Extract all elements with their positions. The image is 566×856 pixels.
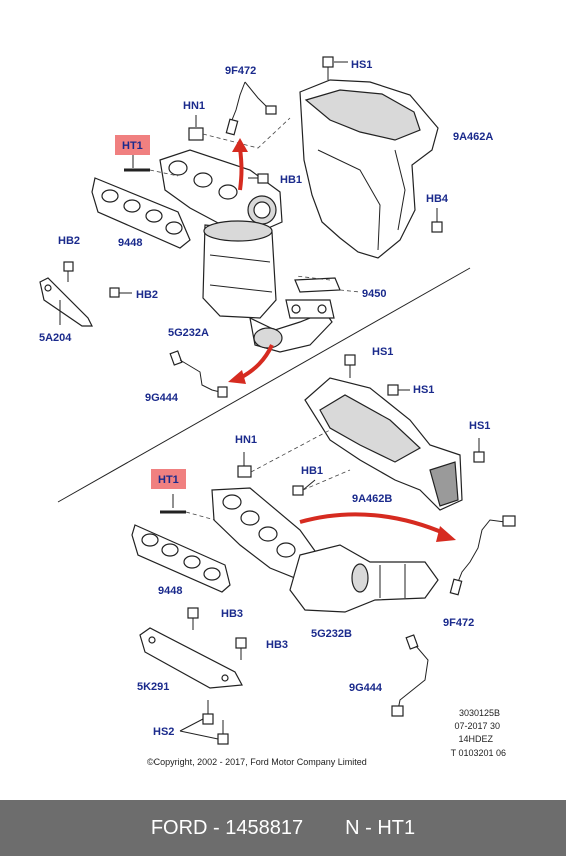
label-hb2-left: HB2 [58,235,80,247]
bolt-hb2-mid [109,287,132,298]
bolt-hb4 [431,208,443,233]
copyright-text: ©Copyright, 2002 - 2017, Ford Motor Comp… [147,757,367,767]
bolt-hs1-b3 [473,438,485,463]
bolt-hb3-b [235,637,247,660]
bracket-5a204 [39,277,93,327]
label-5g232b: 5G232B [311,628,352,640]
nut-hn1-bottom [237,452,252,478]
stud-ht1-bottom [160,494,186,514]
bolt-hs1-b2 [387,384,410,396]
label-hn1-bottom: HN1 [235,434,257,446]
label-hs1-b1: HS1 [372,346,393,358]
meta-line-1: 3030125B [459,708,500,718]
gasket-9448-bottom [131,524,231,593]
heat-shield-9a462b [304,377,463,511]
label-hs2: HS2 [153,726,174,738]
bolt-hs1-top [322,56,348,80]
bracket-5k291 [139,627,243,689]
label-hs1-b2: HS1 [413,384,434,396]
label-9g444-top: 9G444 [145,392,179,404]
label-5g232a: 5G232A [168,327,209,339]
oxygen-sensor-9f472-bottom [449,515,516,596]
bolt-hb2-left [63,261,74,282]
oxygen-sensor-9g444-bottom [391,634,429,717]
section-divider [57,267,471,503]
red-arrow-right-bottom [299,512,447,536]
highlight-ht1-bottom [151,469,186,489]
label-ht1-top: HT1 [122,140,143,152]
label-9f472-top: 9F472 [225,65,256,77]
bolt-hs2 [179,700,229,745]
exhaust-manifold-diagram: 9F472 HN1 HS1 HT1 HB1 9A462A HB4 9448 HB… [39,56,516,767]
bolt-hb1-bottom [292,479,316,496]
label-ht1-bottom: HT1 [158,474,179,486]
footer-bar: FORD - 1458817 N - HT1 [0,800,566,856]
heat-shield-9a462a [299,79,439,259]
label-9g444-bottom: 9G444 [349,682,383,694]
bolt-hs1-b1 [344,354,356,378]
nut-hn1-top [188,115,204,141]
label-9448-bottom: 9448 [158,585,182,597]
label-5a204: 5A204 [39,332,72,344]
exhaust-manifold-top [159,149,283,237]
label-hb2-mid: HB2 [136,289,158,301]
catalytic-converter-top [202,220,277,319]
label-hn1-top: HN1 [183,100,205,112]
label-9a462b: 9A462B [352,493,392,505]
stud-ht1-top [124,155,150,172]
label-hb1-top: HB1 [280,174,302,186]
label-9450: 9450 [362,288,386,300]
red-arrow-down-top [239,344,274,380]
meta-line-4: T 0103201 06 [451,748,506,758]
meta-line-2: 07-2017 30 [454,721,500,731]
label-hb3-a: HB3 [221,608,243,620]
meta-line-3: 14HDEZ [458,734,493,744]
label-9a462a: 9A462A [453,131,493,143]
footer-part-number: FORD - 1458817 [150,816,304,839]
footer-code: N - HT1 [345,816,416,839]
bolt-hb3-a [187,607,199,630]
label-9448-top: 9448 [118,237,142,249]
catalytic-converter-bottom [289,544,439,613]
red-arrow-up-top [238,147,244,191]
label-hb3-b: HB3 [266,639,288,651]
oxygen-sensor-9f472-top [225,81,277,136]
label-9f472-bottom: 9F472 [443,617,474,629]
label-hs1-top: HS1 [351,59,372,71]
gasket-9448-top [91,177,191,249]
label-hb4: HB4 [426,193,449,205]
label-5k291: 5K291 [137,681,169,693]
oxygen-sensor-9g444-top [169,350,228,398]
highlight-ht1-top [115,135,150,155]
label-hs1-b3: HS1 [469,420,490,432]
label-hb1-bottom: HB1 [301,465,323,477]
downpipe-top [249,299,335,353]
bolt-hb1-top [248,173,269,184]
